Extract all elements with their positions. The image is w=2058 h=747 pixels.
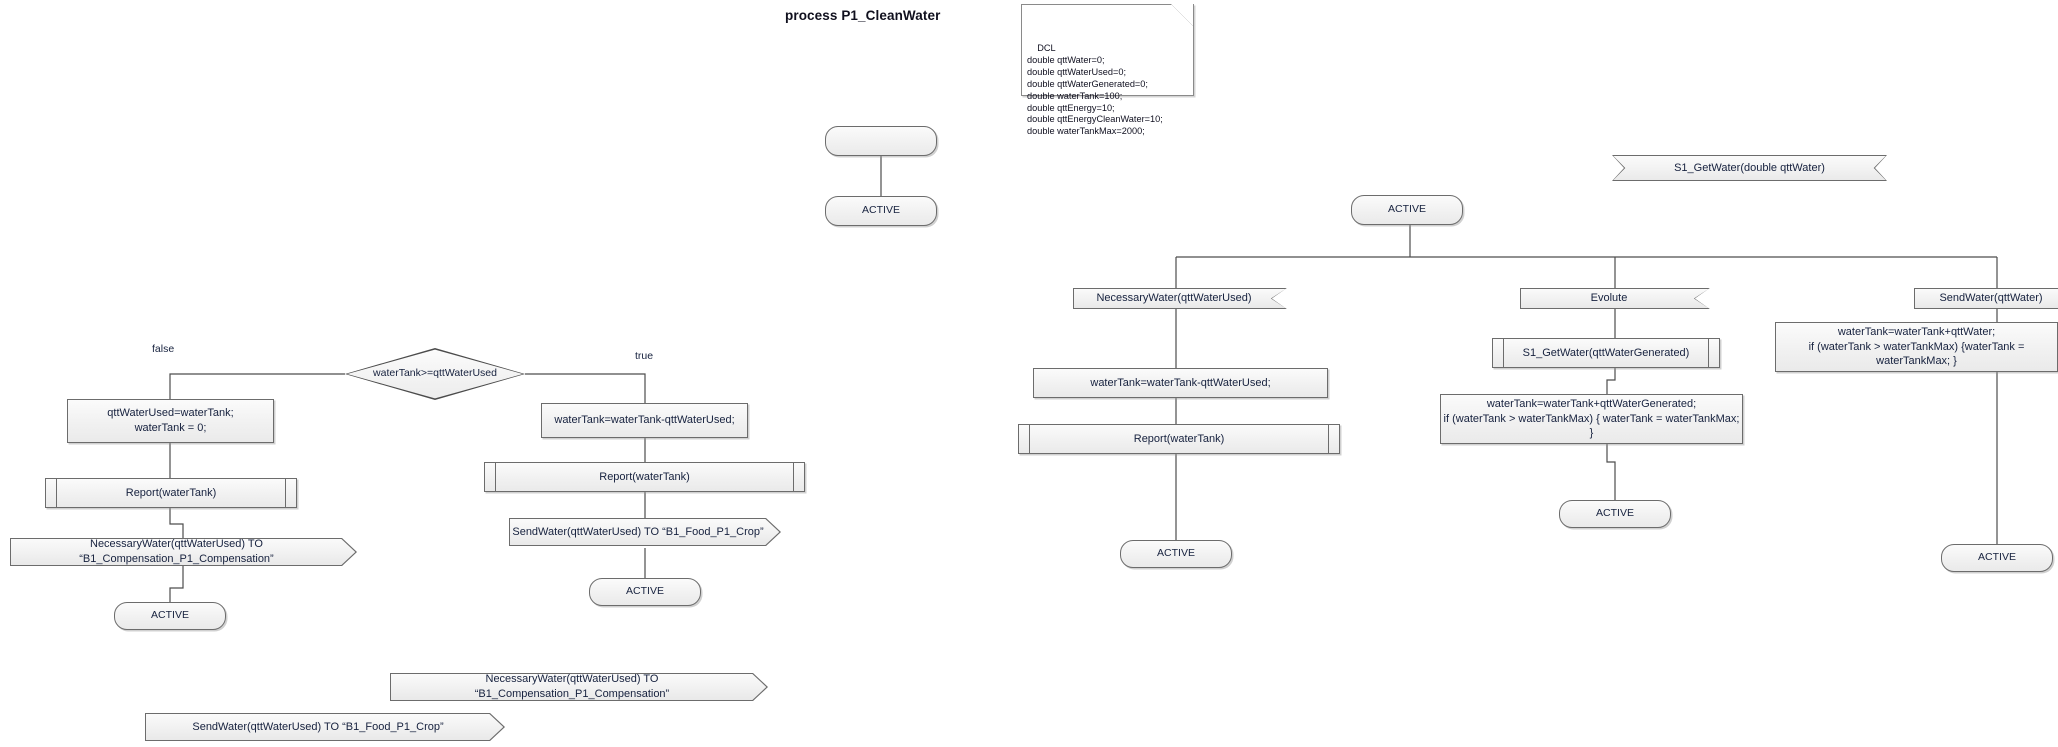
input-evolute[interactable]: Evolute (1520, 288, 1710, 309)
procedure-bar-right (1708, 339, 1709, 367)
procedure-bar-left (56, 479, 57, 507)
input-evolute-label: Evolute (1590, 292, 1628, 305)
task-sendwater-add[interactable]: waterTank=waterTank+qttWater; if (waterT… (1775, 322, 2058, 372)
branch-label-false: false (152, 343, 175, 355)
state-active-branch2-label: ACTIVE (1596, 507, 1634, 520)
task-false-assign-label: qttWaterUsed=waterTank; waterTank = 0; (107, 407, 234, 434)
output-fill (509, 518, 781, 546)
orphan-output-necessarywater[interactable]: NecessaryWater(qttWaterUsed) TO “B1_Comp… (390, 673, 768, 701)
state-active-root[interactable]: ACTIVE (1351, 195, 1463, 225)
input-necessarywater[interactable]: NecessaryWater(qttWaterUsed) (1073, 288, 1287, 309)
page-title: process P1_CleanWater (785, 8, 941, 23)
procedure-s1-getwater-generated-label: S1_GetWater(qttWaterGenerated) (1522, 346, 1690, 359)
task-necessarywater-subtract-label: waterTank=waterTank-qttWaterUsed; (1090, 376, 1271, 389)
task-true-assign-label: waterTank=waterTank-qttWaterUsed; (554, 414, 735, 427)
task-necessarywater-subtract[interactable]: waterTank=waterTank-qttWaterUsed; (1033, 368, 1328, 398)
output-fill (10, 538, 357, 566)
task-evolute-add[interactable]: waterTank=waterTank+qttWaterGenerated; i… (1440, 394, 1743, 444)
task-true-assign[interactable]: waterTank=waterTank-qttWaterUsed; (541, 403, 748, 438)
task-evolute-add-label: waterTank=waterTank+qttWaterGenerated; i… (1443, 398, 1740, 440)
branch-label-true: true (635, 350, 654, 362)
state-active-false-path[interactable]: ACTIVE (114, 602, 226, 630)
procedure-report-true[interactable]: Report(waterTank) (484, 462, 805, 492)
procedure-s1-getwater-generated[interactable]: S1_GetWater(qttWaterGenerated) (1492, 338, 1720, 368)
procedure-bar-left (1503, 339, 1504, 367)
state-active-branch3-label: ACTIVE (1978, 551, 2016, 564)
procedure-report-true-label: Report(waterTank) (599, 470, 690, 483)
state-active-branch2[interactable]: ACTIVE (1559, 500, 1671, 528)
task-false-assign[interactable]: qttWaterUsed=waterTank; waterTank = 0; (67, 399, 274, 443)
task-sendwater-add-label: waterTank=waterTank+qttWater; if (waterT… (1808, 326, 2025, 368)
state-active-branch1-label: ACTIVE (1157, 547, 1195, 560)
procedure-report-false-label: Report(waterTank) (125, 486, 217, 499)
procedure-report-branch1[interactable]: Report(waterTank) (1018, 424, 1340, 454)
input-necessarywater-label: NecessaryWater(qttWaterUsed) (1096, 292, 1252, 305)
orphan-output-sendwater[interactable]: SendWater(qttWaterUsed) TO “B1_Food_P1_C… (145, 713, 505, 741)
procedure-report-branch1-label: Report(waterTank) (1133, 432, 1225, 445)
input-fill (1073, 288, 1287, 309)
signal-definition-fill (1612, 155, 1887, 181)
state-active-branch1[interactable]: ACTIVE (1120, 540, 1232, 568)
input-sendwater-label: SendWater(qttWater) (1939, 292, 2043, 305)
dcl-declaration-box: DCL double qttWater=0; double qttWaterUs… (1021, 4, 1194, 136)
input-fill (1520, 288, 1710, 309)
procedure-report-false[interactable]: Report(waterTank) (45, 478, 297, 508)
procedure-bar-left (1029, 425, 1030, 453)
procedure-bar-right (1328, 425, 1329, 453)
start-state[interactable] (825, 126, 937, 156)
state-active-root-label: ACTIVE (1388, 203, 1426, 216)
orphan-output-sendwater-label: SendWater(qttWaterUsed) TO “B1_Food_P1_C… (192, 720, 444, 733)
procedure-bar-right (285, 479, 286, 507)
decision-label: waterTank>=qttWaterUsed (373, 367, 497, 380)
procedure-bar-left (495, 463, 496, 491)
state-active-branch3[interactable]: ACTIVE (1941, 544, 2053, 572)
start-next-state[interactable]: ACTIVE (825, 196, 937, 226)
state-active-true-path[interactable]: ACTIVE (589, 578, 701, 606)
output-necessarywater-false-label: NecessaryWater(qttWaterUsed) TO “B1_Comp… (79, 538, 274, 565)
state-active-false-path-label: ACTIVE (151, 609, 189, 622)
input-sendwater[interactable]: SendWater(qttWater) (1914, 288, 2058, 309)
orphan-output-necessarywater-label: NecessaryWater(qttWaterUsed) TO “B1_Comp… (474, 673, 670, 700)
signal-definition-label: S1_GetWater(double qttWater) (1674, 161, 1825, 174)
decision-watertank-check[interactable]: waterTank>=qttWaterUsed (345, 348, 525, 400)
output-sendwater-true-label: SendWater(qttWaterUsed) TO “B1_Food_P1_C… (512, 525, 764, 538)
state-active-true-path-label: ACTIVE (626, 585, 664, 598)
start-next-state-label: ACTIVE (862, 204, 900, 217)
output-fill (145, 713, 505, 741)
procedure-bar-right (793, 463, 794, 491)
signal-definition-shape[interactable]: S1_GetWater(double qttWater) (1612, 155, 1887, 181)
output-fill (390, 673, 768, 701)
input-fill (1914, 288, 2058, 309)
output-necessarywater-false[interactable]: NecessaryWater(qttWaterUsed) TO “B1_Comp… (10, 538, 357, 566)
output-sendwater-true[interactable]: SendWater(qttWaterUsed) TO “B1_Food_P1_C… (509, 518, 781, 546)
dcl-text: DCL double qttWater=0; double qttWaterUs… (1027, 43, 1163, 137)
